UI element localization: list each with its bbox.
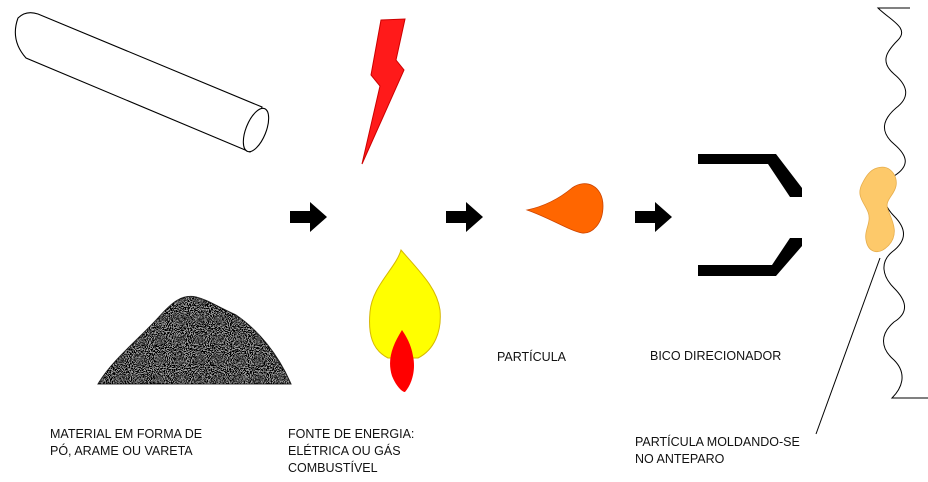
arrow-right-icon xyxy=(635,202,672,232)
energy-source-label: FONTE DE ENERGIA: ELÉTRICA OU GÁS COMBUS… xyxy=(288,427,415,475)
material-label: MATERIAL EM FORMA DE PÓ, ARAME OU VARETA xyxy=(50,427,203,458)
flame-icon xyxy=(369,248,441,392)
arrow-right-icon xyxy=(446,202,483,232)
leader-line xyxy=(815,257,881,435)
powder-pile-icon xyxy=(97,295,292,385)
rod-icon xyxy=(14,12,270,153)
arrow-right-icon xyxy=(290,202,327,232)
molding-particle-label: PARTÍCULA MOLDANDO-SE NO ANTEPARO xyxy=(635,435,800,466)
nozzle-label: BICO DIRECIONADOR xyxy=(650,349,782,363)
deposit-icon xyxy=(859,166,897,253)
lightning-icon xyxy=(361,18,406,165)
particle-label: PARTÍCULA xyxy=(497,350,567,364)
particle-icon xyxy=(525,183,604,234)
nozzle-icon xyxy=(698,154,802,276)
